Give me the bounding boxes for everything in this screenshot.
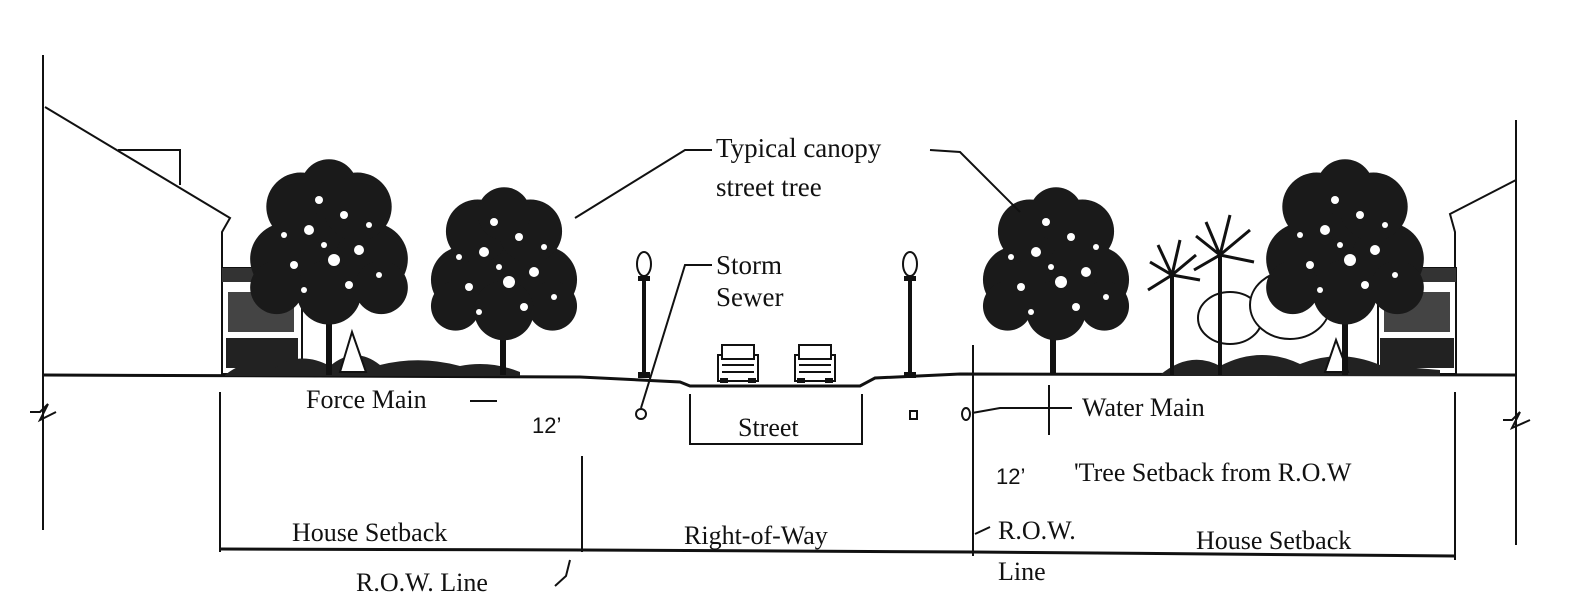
car-left [717,344,759,384]
street-lamp-right [902,251,918,379]
small-utility-box [909,410,918,420]
storm-sewer-label-line1: Storm [716,250,782,280]
right-break-line [1503,120,1531,545]
street-label: Street [738,413,799,442]
storm-sewer-pipe [635,408,647,420]
left-setback-dimension: 12’ [532,413,561,438]
storm-sewer-label-line2: Sewer [716,282,783,312]
row-label-line1: R.O.W. [998,516,1076,545]
water-main-label: Water Main [1082,393,1205,422]
tree-right-2 [1266,159,1424,375]
row-line-bottom-label: R.O.W. Line [356,568,488,597]
car-right [794,344,836,384]
left-ground-shrubs [225,328,520,376]
canopy-leader-left [574,149,712,219]
palm-trees-right [1147,214,1255,375]
house-setback-right-label: House Setback [1196,526,1351,555]
canopy-tree-label-line1: Typical canopy [716,133,882,163]
row-label-line2: Line [998,557,1046,586]
street-bracket [689,394,863,445]
tree-right-1 [982,187,1130,375]
left-break-line [30,55,57,530]
right-setback-dimension: 12’ [996,464,1025,489]
right-of-way-label: Right-of-Way [684,521,828,550]
water-main-pipe [961,407,971,421]
storm-sewer-leader [640,264,712,409]
street-lamp-left [636,251,652,379]
canopy-tree-label-line2: street tree [716,172,822,202]
force-main-label: Force Main [306,385,427,414]
tree-left-2 [430,187,578,375]
water-main-leader [971,407,1072,414]
setback-lines [219,345,1456,587]
ground-line [42,372,1517,388]
canopy-leader-right [929,149,1021,213]
tree-left-1 [250,159,408,375]
house-setback-left-label: House Setback [292,518,447,547]
tree-setback-label: 'Tree Setback from R.O.W [1074,458,1352,487]
